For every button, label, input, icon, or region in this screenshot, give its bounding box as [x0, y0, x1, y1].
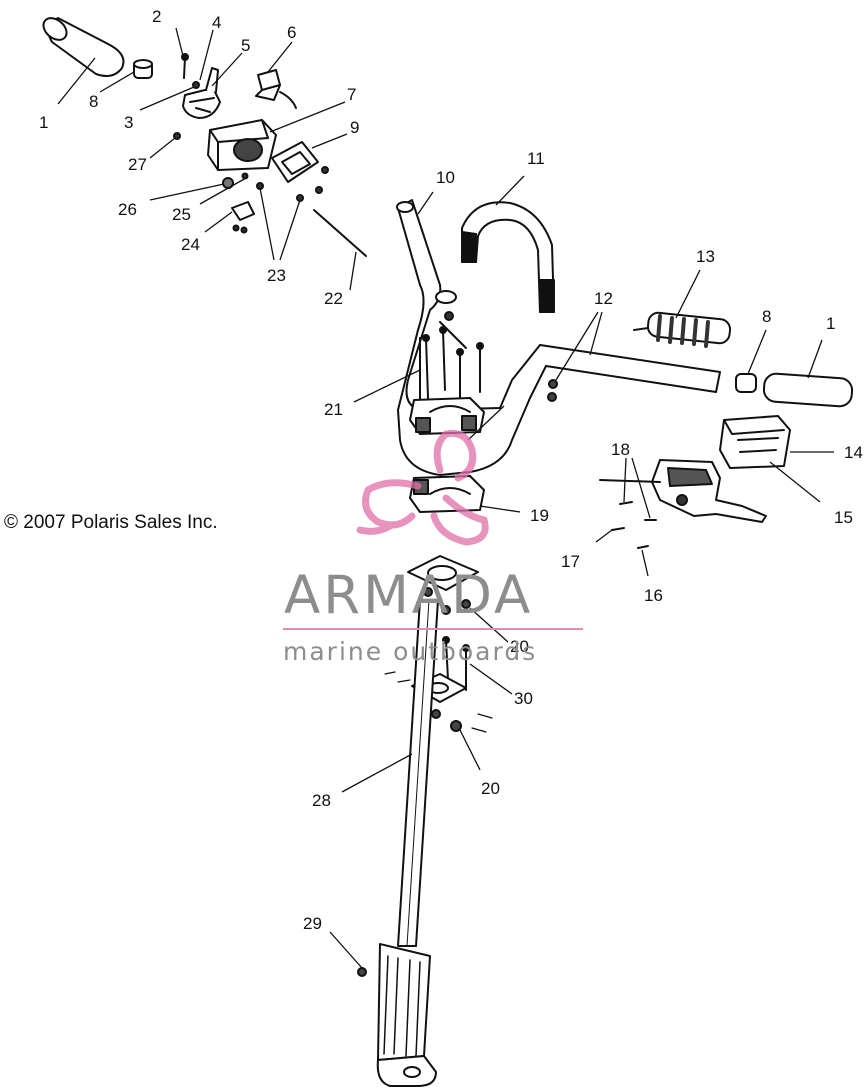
callout-1-right: 1 — [826, 314, 835, 333]
callout-14: 14 — [844, 443, 863, 462]
nut-20 — [450, 720, 462, 732]
callout-16: 16 — [644, 586, 663, 605]
bolt-30 — [462, 644, 470, 652]
nut-20 — [461, 599, 471, 609]
switch-6 — [255, 69, 297, 109]
bolt-16 — [637, 545, 649, 549]
callout-15: 15 — [834, 508, 853, 527]
washer-27 — [173, 132, 181, 140]
bolt-17 — [611, 527, 625, 531]
hardware-screw — [321, 166, 329, 174]
leader-lines — [57, 27, 834, 969]
callout-26: 26 — [118, 200, 137, 219]
lower-clamp — [409, 475, 485, 513]
upper-clamp — [409, 397, 485, 435]
left-bar-end-plug — [133, 59, 153, 79]
callout-8: 8 — [89, 92, 98, 111]
callout-23: 23 — [267, 266, 286, 285]
crossbar-pad — [461, 201, 555, 313]
nut-20 — [431, 709, 441, 719]
armada-logo — [356, 429, 489, 546]
callout-7: 7 — [347, 85, 356, 104]
brake-master-cylinder — [599, 459, 767, 523]
hardware-screw — [240, 226, 248, 234]
nut-29 — [357, 967, 367, 977]
washer-3 — [192, 81, 200, 89]
callout-30: 30 — [514, 689, 533, 708]
cover-plate — [271, 141, 319, 183]
callout-17: 17 — [561, 552, 580, 571]
right-grip — [762, 372, 854, 408]
callout-9: 9 — [350, 118, 359, 137]
bolt-30 — [445, 639, 449, 681]
hardware-screw — [241, 172, 249, 180]
screw-2 — [181, 53, 189, 79]
callout-5: 5 — [241, 36, 250, 55]
callout-3: 3 — [124, 113, 133, 132]
callout-21: 21 — [324, 400, 343, 419]
left-grip — [42, 17, 125, 77]
watermark-divider — [283, 628, 583, 630]
throttle-lever — [182, 67, 221, 119]
nut-20 — [441, 605, 451, 615]
callout-20-upper: 20 — [510, 637, 529, 656]
callout-labels: 1 2 3 4 5 6 7 8 9 10 11 12 13 8 1 14 15 … — [39, 7, 863, 933]
callout-11: 11 — [527, 149, 545, 168]
callout-27: 27 — [128, 155, 147, 174]
watermark-tagline: marine outboards — [283, 637, 538, 666]
handlebar-bolts — [422, 311, 484, 403]
right-bar-end-plug — [735, 373, 757, 393]
callout-12: 12 — [594, 289, 613, 308]
right-grip-knurled — [633, 311, 732, 348]
steering-arm — [376, 943, 437, 1087]
hardware-screw — [232, 224, 240, 232]
callout-13: 13 — [696, 247, 715, 266]
callout-10: 10 — [436, 168, 455, 187]
switch-housing — [719, 415, 791, 469]
callout-29: 29 — [303, 914, 322, 933]
throttle-cable — [313, 209, 367, 257]
callout-28: 28 — [312, 791, 331, 810]
callout-19: 19 — [530, 506, 549, 525]
callout-2: 2 — [152, 7, 161, 26]
callout-20-lower: 20 — [481, 779, 500, 798]
callout-1: 1 — [39, 113, 48, 132]
watermark-brand: ARMADA — [284, 565, 534, 626]
nut-20 — [423, 587, 433, 597]
callout-22: 22 — [324, 289, 343, 308]
callout-18: 18 — [611, 440, 630, 459]
callout-8-right: 8 — [762, 307, 771, 326]
callout-25: 25 — [172, 205, 191, 224]
clip-24 — [231, 201, 255, 221]
hardware-screw — [315, 186, 323, 194]
nut-12 — [547, 392, 557, 402]
steering-post — [397, 599, 439, 947]
throttle-housing — [207, 119, 277, 171]
bolt-30 — [442, 636, 450, 644]
callout-4: 4 — [212, 13, 221, 32]
nut-12 — [548, 379, 558, 389]
bolts-18 — [619, 501, 657, 521]
copyright-notice: © 2007 Polaris Sales Inc. — [4, 512, 218, 533]
callout-24: 24 — [181, 235, 200, 254]
callout-6: 6 — [287, 23, 296, 42]
steering-mount-plate — [407, 555, 479, 591]
alignment-lines — [384, 671, 493, 733]
